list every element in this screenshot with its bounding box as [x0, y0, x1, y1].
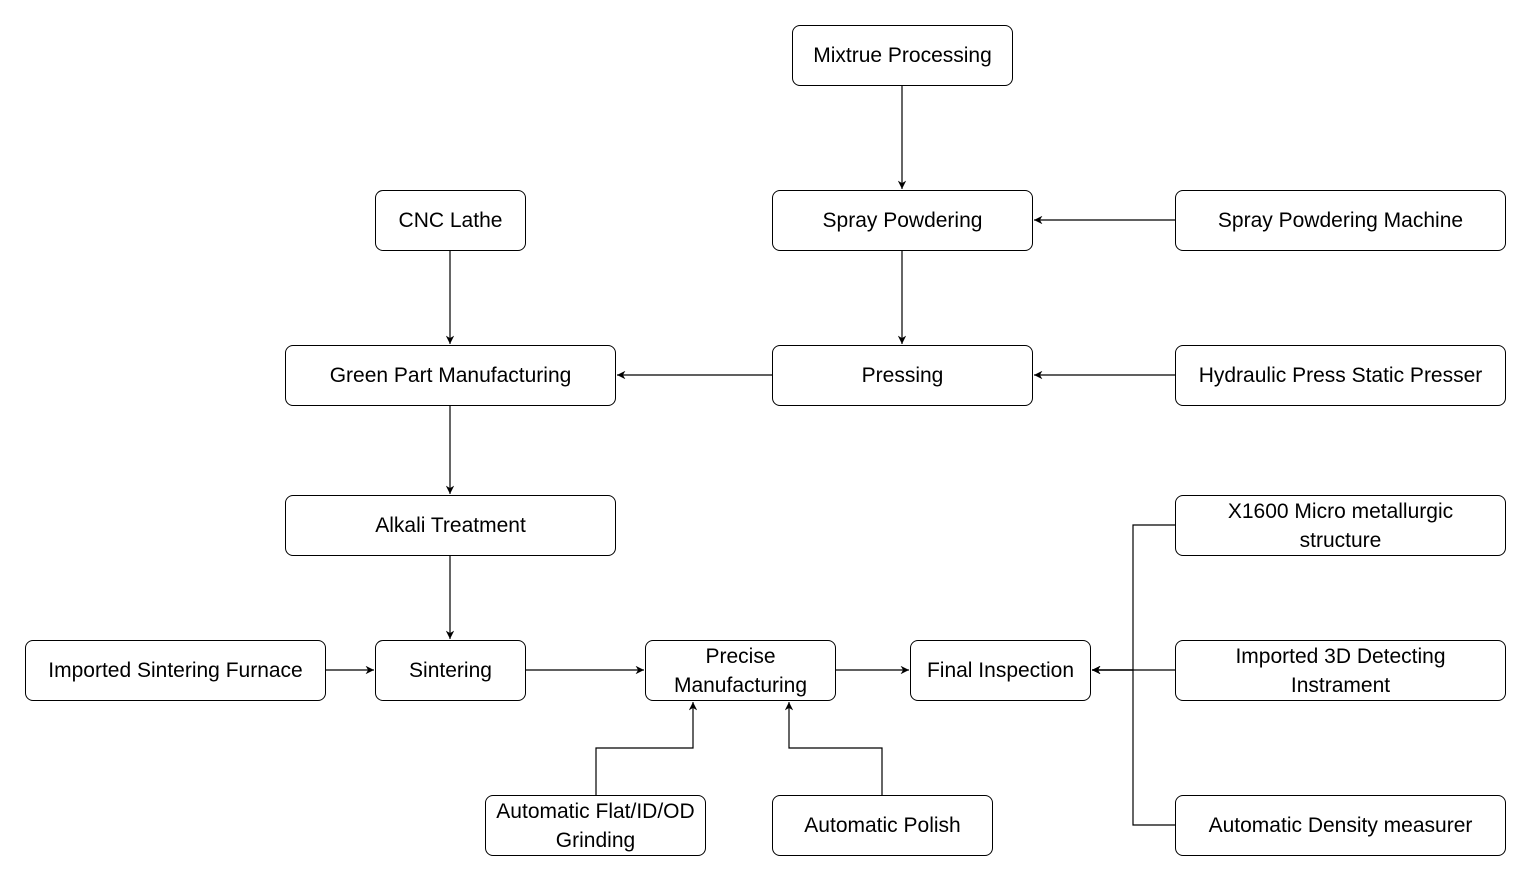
node-label: Alkali Treatment: [375, 514, 526, 537]
node-label: Mixtrue Processing: [813, 44, 992, 67]
node-label: Automatic Density measurer: [1208, 814, 1473, 837]
node-label: CNC Lathe: [398, 209, 503, 232]
node-final-inspection: Final Inspection: [910, 640, 1091, 701]
node-mixture-processing: Mixtrue Processing: [792, 25, 1013, 86]
node-spray-powdering: Spray Powdering: [772, 190, 1033, 251]
node-sintering: Sintering: [375, 640, 526, 701]
node-cnc-lathe: CNC Lathe: [375, 190, 526, 251]
edge-x1600-to-final-inspection: [1092, 524, 1175, 675]
node-label: Spray Powdering Machine: [1217, 209, 1464, 232]
node-automatic-grinding: Automatic Flat/ID/OD Grinding: [485, 795, 706, 856]
edge-polish-to-precise: [784, 702, 883, 795]
node-label: Hydraulic Press Static Presser: [1198, 364, 1483, 387]
node-label: Sintering: [409, 659, 492, 682]
node-label: Pressing: [861, 364, 944, 387]
node-label: Green Part Manufacturing: [329, 364, 572, 387]
node-label: X1600 Micro metallurgic structure: [1227, 499, 1454, 552]
node-label: Spray Powdering: [822, 209, 983, 232]
edge-density-to-final-inspection: [1092, 665, 1175, 826]
node-precise-manufacturing: Precise Manufacturing: [645, 640, 836, 701]
node-pressing: Pressing: [772, 345, 1033, 406]
node-green-part-manufacturing: Green Part Manufacturing: [285, 345, 616, 406]
edge-grinding-to-precise: [595, 702, 698, 795]
node-automatic-density-measurer: Automatic Density measurer: [1175, 795, 1506, 856]
node-label: Final Inspection: [926, 659, 1075, 682]
node-label: Imported Sintering Furnace: [48, 659, 303, 682]
node-alkali-treatment: Alkali Treatment: [285, 495, 616, 556]
node-imported-3d-detecting-instrament: Imported 3D Detecting Instrament: [1175, 640, 1506, 701]
node-label: Automatic Polish: [804, 814, 961, 837]
node-x1600-micro-structure: X1600 Micro metallurgic structure: [1175, 495, 1506, 556]
node-hydraulic-press-static-presser: Hydraulic Press Static Presser: [1175, 345, 1506, 406]
node-label: Automatic Flat/ID/OD Grinding: [496, 799, 695, 852]
node-spray-powdering-machine: Spray Powdering Machine: [1175, 190, 1506, 251]
node-automatic-polish: Automatic Polish: [772, 795, 993, 856]
node-imported-sintering-furnace: Imported Sintering Furnace: [25, 640, 326, 701]
node-label: Imported 3D Detecting Instrament: [1235, 644, 1446, 697]
node-label: Precise Manufacturing: [673, 644, 808, 697]
